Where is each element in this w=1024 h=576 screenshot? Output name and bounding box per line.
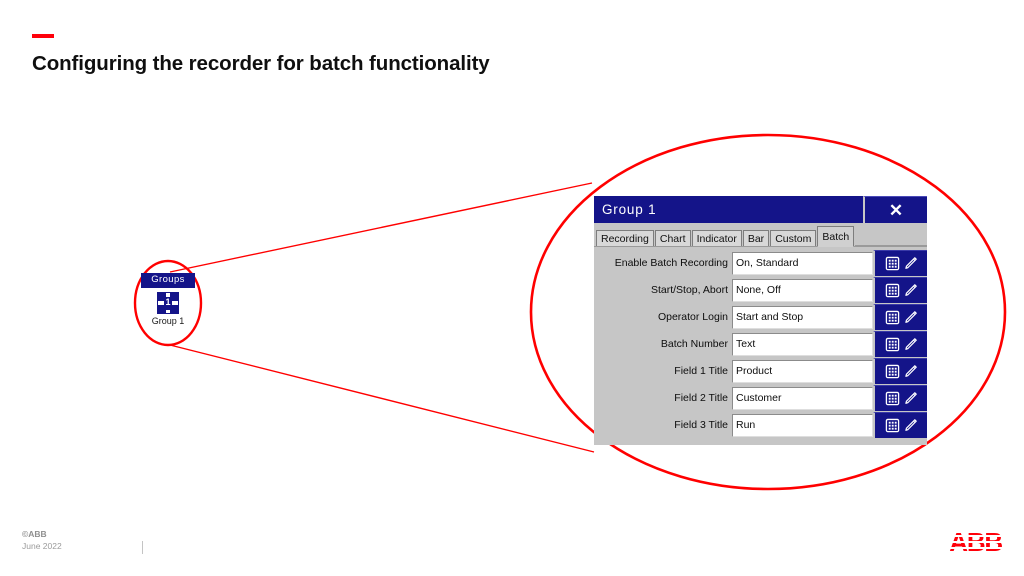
row-value-field[interactable]: Start and Stop	[732, 306, 873, 329]
pencil-edit-icon	[904, 338, 917, 350]
dialog-titlebar: Group 1 ✕	[594, 196, 927, 223]
row-action-buttons	[873, 277, 927, 303]
form-row: Field 2 Title Customer	[594, 385, 927, 411]
footer-copyright: ©ABB	[22, 529, 47, 539]
keypad-button[interactable]	[885, 310, 900, 325]
callout-leader-line-top	[169, 182, 593, 273]
abb-logo: ABB	[949, 529, 1003, 555]
glyph-number: 1	[165, 297, 171, 307]
form-row: Field 1 Title Product	[594, 358, 927, 384]
pencil-edit-icon	[904, 392, 917, 404]
row-label: Field 1 Title	[674, 364, 728, 377]
form-row: Operator Login Start and Stop	[594, 304, 927, 330]
form-row: Batch Number Text	[594, 331, 927, 357]
row-value-field[interactable]: Product	[732, 360, 873, 383]
tab-chart[interactable]: Chart	[654, 230, 691, 246]
edit-button[interactable]	[903, 364, 918, 379]
group-1-glyph-icon[interactable]: 1	[157, 291, 179, 314]
footer-date: June 2022	[22, 541, 62, 552]
form-row: Enable Batch Recording On, Standard	[594, 250, 927, 276]
keypad-button[interactable]	[885, 391, 900, 406]
keypad-icon	[885, 283, 899, 298]
row-action-buttons	[873, 331, 927, 357]
tab-batch[interactable]: Batch	[817, 226, 855, 247]
abb-logo-stripe-2	[949, 541, 1002, 543]
keypad-icon	[885, 364, 899, 379]
title-accent-rule	[32, 34, 54, 38]
close-icon[interactable]: ✕	[863, 196, 927, 223]
footer-left: ©ABB June 2022	[22, 528, 62, 553]
keypad-button[interactable]	[885, 256, 900, 271]
source-widget-icon-wrap: 1	[141, 288, 195, 314]
row-action-buttons	[873, 385, 927, 411]
slide-header: Configuring the recorder for batch funct…	[32, 34, 892, 77]
row-label: Enable Batch Recording	[614, 256, 728, 269]
form-row: Start/Stop, Abort None, Off	[594, 277, 927, 303]
edit-button[interactable]	[903, 337, 918, 352]
source-widget-titlebar: Groups	[141, 273, 195, 288]
keypad-icon	[885, 337, 899, 352]
keypad-icon	[885, 256, 899, 271]
row-action-buttons	[873, 304, 927, 330]
pencil-edit-icon	[904, 311, 917, 323]
row-label: Operator Login	[657, 310, 728, 323]
edit-button[interactable]	[903, 418, 918, 433]
abb-logo-stripe-3	[949, 547, 1002, 549]
row-value-field[interactable]: None, Off	[732, 279, 873, 302]
keypad-icon	[885, 391, 899, 406]
keypad-button[interactable]	[885, 283, 900, 298]
row-action-buttons	[873, 250, 927, 276]
pencil-edit-icon	[904, 419, 917, 431]
pencil-edit-icon	[904, 284, 917, 296]
footer-divider	[142, 541, 143, 554]
keypad-button[interactable]	[885, 364, 900, 379]
tab-recording[interactable]: Recording	[596, 230, 654, 246]
row-value-field[interactable]: On, Standard	[732, 252, 873, 275]
keypad-button[interactable]	[885, 337, 900, 352]
pencil-edit-icon	[904, 365, 917, 377]
source-widget-caption: Group 1	[151, 315, 185, 326]
row-value-field[interactable]: Customer	[732, 387, 873, 410]
page-title: Configuring the recorder for batch funct…	[32, 52, 490, 75]
row-action-buttons	[873, 358, 927, 384]
row-value-field[interactable]: Run	[732, 414, 873, 437]
form-row: Field 3 Title Run	[594, 412, 927, 438]
keypad-button[interactable]	[885, 418, 900, 433]
edit-button[interactable]	[903, 256, 918, 271]
edit-button[interactable]	[903, 310, 918, 325]
row-label: Field 2 Title	[674, 391, 728, 404]
keypad-icon	[885, 310, 899, 325]
abb-logo-stripe-1	[949, 535, 1002, 537]
edit-button[interactable]	[903, 391, 918, 406]
row-action-buttons	[873, 412, 927, 438]
pencil-edit-icon	[904, 257, 917, 269]
source-groups-widget[interactable]: Groups 1 Group 1	[141, 273, 195, 326]
dialog-title: Group 1	[602, 202, 657, 217]
row-label: Start/Stop, Abort	[650, 283, 728, 296]
tab-custom[interactable]: Custom	[770, 230, 817, 246]
callout-leader-line-bottom	[169, 344, 595, 453]
keypad-icon	[885, 418, 899, 433]
edit-button[interactable]	[903, 283, 918, 298]
tab-indicator[interactable]: Indicator	[691, 230, 742, 246]
row-value-field[interactable]: Text	[732, 333, 873, 356]
row-label: Field 3 Title	[674, 418, 728, 431]
row-label: Batch Number	[660, 337, 728, 350]
tab-bar[interactable]: Bar	[742, 230, 770, 246]
tab-strip-filler	[855, 229, 927, 246]
